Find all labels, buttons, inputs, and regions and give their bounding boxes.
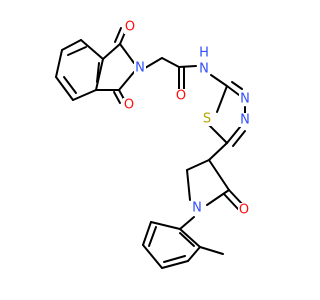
label-bg — [239, 113, 251, 127]
bond — [114, 27, 122, 43]
label-bg — [134, 61, 146, 75]
bond — [163, 255, 186, 263]
label-bg — [238, 203, 250, 217]
label-bg — [175, 89, 187, 103]
pyrrolidinone-nitrogen: N — [192, 201, 202, 216]
bond — [142, 244, 163, 269]
bond — [95, 58, 104, 91]
label-bg — [198, 62, 210, 76]
bond — [179, 216, 195, 230]
bond — [144, 57, 163, 69]
label-bg — [198, 46, 210, 60]
atom-labels: O N O O N H N N S N O — [123, 20, 251, 218]
bond — [231, 81, 243, 90]
carbonyl-oxygen-top: O — [125, 20, 135, 35]
bond — [208, 142, 228, 161]
bond — [63, 76, 77, 94]
bond — [55, 49, 63, 78]
bond — [96, 62, 100, 83]
bond — [206, 189, 230, 206]
label-bg — [201, 112, 213, 126]
bond — [61, 39, 82, 51]
bond — [228, 189, 244, 206]
bond — [118, 71, 135, 91]
bond — [55, 76, 74, 101]
bonds — [55, 27, 246, 269]
bond — [199, 246, 224, 255]
bond — [178, 65, 197, 68]
bond — [148, 226, 157, 247]
bond — [161, 260, 189, 269]
bond — [186, 169, 191, 201]
bond — [150, 221, 181, 230]
bond — [226, 85, 240, 96]
label-bg — [239, 92, 251, 106]
bond — [72, 89, 97, 101]
bond — [208, 159, 230, 191]
bond — [210, 74, 228, 87]
bond — [179, 228, 201, 248]
label-bg — [124, 20, 136, 34]
imide-nitrogen: N — [135, 61, 145, 76]
bond — [226, 126, 241, 144]
bond — [142, 221, 152, 246]
bond — [232, 130, 246, 147]
amide-oxygen: O — [176, 89, 186, 104]
amide-hydrogen: H — [199, 46, 209, 61]
amide-nitrogen: N — [199, 62, 209, 77]
bond — [216, 85, 228, 113]
bond — [187, 246, 201, 262]
label-bg — [123, 98, 135, 112]
carbonyl-oxygen-bottom: O — [124, 98, 134, 113]
bond — [208, 124, 228, 144]
molecule-canvas: O N O O N H N N S N O — [55, 19, 251, 269]
bond — [80, 39, 104, 60]
bond — [223, 193, 239, 210]
pyrrolidinone-oxygen: O — [239, 203, 249, 218]
bond — [102, 43, 121, 60]
label-bg — [191, 201, 203, 215]
bond — [186, 159, 210, 171]
bond — [161, 57, 180, 68]
molecule-structure: O N O O N H N N S N O — [55, 20, 251, 269]
bond — [113, 91, 121, 104]
thiadiazole-nitrogen-2: N — [240, 113, 250, 128]
bond — [67, 46, 87, 56]
bond — [119, 43, 135, 64]
thiadiazole-sulfur: S — [203, 112, 211, 127]
thiadiazole-nitrogen-1: N — [240, 92, 250, 107]
bond — [179, 232, 195, 247]
